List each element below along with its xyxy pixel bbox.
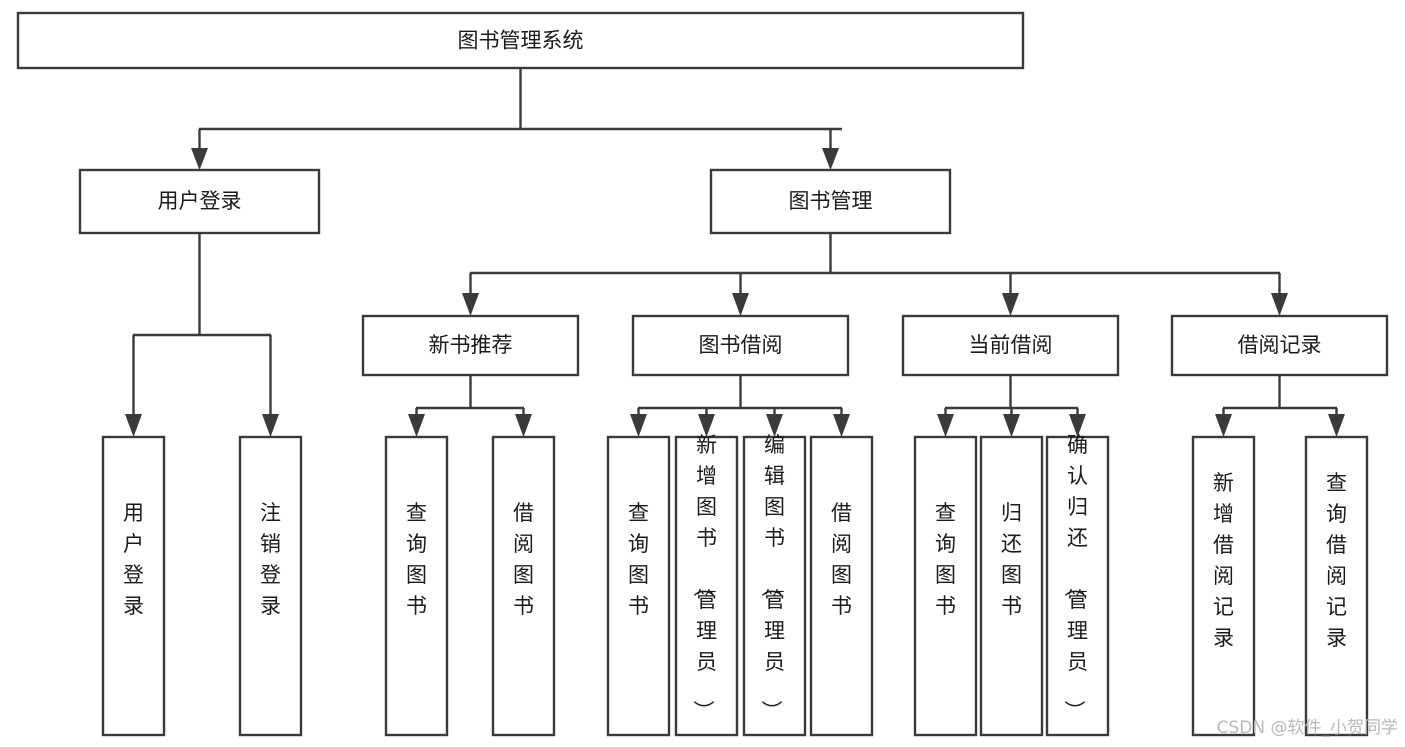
leaf-current-borrow-3[interactable]: 确认归还（管理员）	[1045, 433, 1110, 737]
leaf-user-login-1[interactable]: 用户登录	[101, 435, 166, 737]
leaf-new-book-2-box[interactable]	[491, 435, 556, 737]
leaf-borrow-record-1-box[interactable]	[1191, 435, 1256, 737]
node-new-book-recommend-label: 新书推荐	[429, 333, 513, 357]
leaf-new-book-1-box[interactable]	[384, 435, 449, 737]
arrow-head-leaf-borrow-record-1	[1215, 414, 1232, 437]
arrow-head-leaf-book-borrow-2	[698, 414, 715, 437]
leaf-user-login-1-label: 用户登录	[123, 501, 144, 618]
arrow-head-leaf-current-borrow-3	[1069, 414, 1086, 437]
arrow-head-leaf-user-login-1	[125, 414, 142, 437]
leaf-book-borrow-4-label: 借阅图书	[831, 501, 852, 618]
arrow-head-book-mgmt	[822, 148, 839, 170]
leaf-borrow-record-2-box[interactable]	[1304, 435, 1369, 737]
leaf-user-login-2[interactable]: 注销登录	[238, 435, 303, 737]
connector-group-current-borrow	[937, 375, 1086, 437]
node-borrow-record[interactable]: 借阅记录	[1170, 314, 1389, 377]
leaf-current-borrow-2-label: 归还图书	[1001, 501, 1022, 618]
node-book-borrow[interactable]: 图书借阅	[631, 314, 850, 377]
leaf-book-borrow-2-label: 新增图书（管理员）	[691, 433, 717, 721]
leaf-current-borrow-2[interactable]: 归还图书	[979, 435, 1044, 737]
csdn-watermark: CSDN @软件_小贺同学	[1217, 718, 1398, 738]
arrow-head-leaf-current-borrow-1	[937, 414, 954, 437]
arrow-head-leaf-user-login-2	[262, 414, 279, 437]
node-book-borrow-label: 图书借阅	[699, 333, 783, 357]
arrow-head-leaf-current-borrow-2	[1003, 414, 1020, 437]
connector-group-root	[191, 68, 842, 170]
leaf-user-login-1-box[interactable]	[101, 435, 166, 737]
arrow-head-leaf-book-borrow-1	[630, 414, 647, 437]
leaf-book-borrow-1-box[interactable]	[606, 435, 671, 737]
node-current-borrow-label: 当前借阅	[969, 333, 1053, 357]
leaf-borrow-record-1-label: 新增借阅记录	[1213, 471, 1234, 650]
leaf-borrow-record-2[interactable]: 查询借阅记录	[1304, 435, 1369, 737]
connector-group-borrow-record	[1215, 375, 1345, 437]
leaf-book-borrow-4-box[interactable]	[809, 435, 874, 737]
leaf-book-borrow-1[interactable]: 查询图书	[606, 435, 671, 737]
node-book-mgmt-box[interactable]	[709, 168, 952, 235]
node-new-book-recommend-box[interactable]	[361, 314, 580, 377]
leaf-user-login-2-label: 注销登录	[260, 501, 281, 618]
node-current-borrow[interactable]: 当前借阅	[901, 314, 1120, 377]
node-root-label: 图书管理系统	[458, 29, 584, 53]
leaf-book-borrow-4[interactable]: 借阅图书	[809, 435, 874, 737]
connector-group-new-book	[408, 375, 532, 437]
arrow-head-leaf-new-book-2	[515, 414, 532, 437]
arrow-head-leaf-borrow-record-2	[1328, 414, 1345, 437]
leaf-book-borrow-3[interactable]: 编辑图书（管理员）	[742, 433, 807, 737]
leaf-new-book-1-label: 查询图书	[406, 501, 427, 618]
leaf-current-borrow-1-label: 查询图书	[935, 501, 956, 618]
arrow-head-leaf-book-borrow-4	[833, 414, 850, 437]
leaf-current-borrow-2-box[interactable]	[979, 435, 1044, 737]
node-current-borrow-box[interactable]	[901, 314, 1120, 377]
leaf-user-login-2-box[interactable]	[238, 435, 303, 737]
leaf-book-borrow-3-label: 编辑图书（管理员）	[759, 433, 785, 721]
leaf-new-book-1[interactable]: 查询图书	[384, 435, 449, 737]
connector-group-book-borrow	[630, 375, 850, 437]
leaf-new-book-2[interactable]: 借阅图书	[491, 435, 556, 737]
node-borrow-record-label: 借阅记录	[1238, 333, 1322, 357]
node-user-login-box[interactable]	[78, 168, 321, 235]
leaf-book-borrow-2-box[interactable]	[674, 435, 739, 737]
node-book-borrow-box[interactable]	[631, 314, 850, 377]
node-user-login-label: 用户登录	[158, 189, 242, 213]
node-root-box[interactable]	[16, 11, 1025, 70]
node-user-login[interactable]: 用户登录	[78, 168, 321, 235]
node-new-book-recommend[interactable]: 新书推荐	[361, 314, 580, 377]
arrow-head-book-borrow	[732, 293, 749, 316]
leaf-current-borrow-3-label: 确认归还（管理员）	[1062, 433, 1088, 721]
node-book-mgmt[interactable]: 图书管理	[709, 168, 952, 235]
leaf-book-borrow-2[interactable]: 新增图书（管理员）	[674, 433, 739, 737]
leaf-book-borrow-1-label: 查询图书	[628, 501, 649, 618]
arrow-head-current-borrow	[1002, 293, 1019, 316]
arrow-head-leaf-book-borrow-3	[766, 414, 783, 437]
arrow-head-user-login	[191, 148, 208, 170]
arrow-head-borrow-record	[1271, 293, 1288, 316]
node-root[interactable]: 图书管理系统	[16, 11, 1025, 70]
node-borrow-record-box[interactable]	[1170, 314, 1389, 377]
arrow-head-new-book	[462, 293, 479, 316]
leaf-book-borrow-3-box[interactable]	[742, 435, 807, 737]
leaf-borrow-record-2-label: 查询借阅记录	[1326, 471, 1347, 650]
leaf-new-book-2-label: 借阅图书	[513, 501, 534, 618]
node-book-mgmt-label: 图书管理	[789, 189, 873, 213]
connector-group-user-login	[125, 233, 279, 437]
connector-group-book-mgmt	[462, 233, 1288, 316]
leaf-current-borrow-1-box[interactable]	[913, 435, 978, 737]
arrow-head-leaf-new-book-1	[408, 414, 425, 437]
leaf-current-borrow-3-box[interactable]	[1045, 435, 1110, 737]
leaf-borrow-record-1[interactable]: 新增借阅记录	[1191, 435, 1256, 737]
leaf-current-borrow-1[interactable]: 查询图书	[913, 435, 978, 737]
